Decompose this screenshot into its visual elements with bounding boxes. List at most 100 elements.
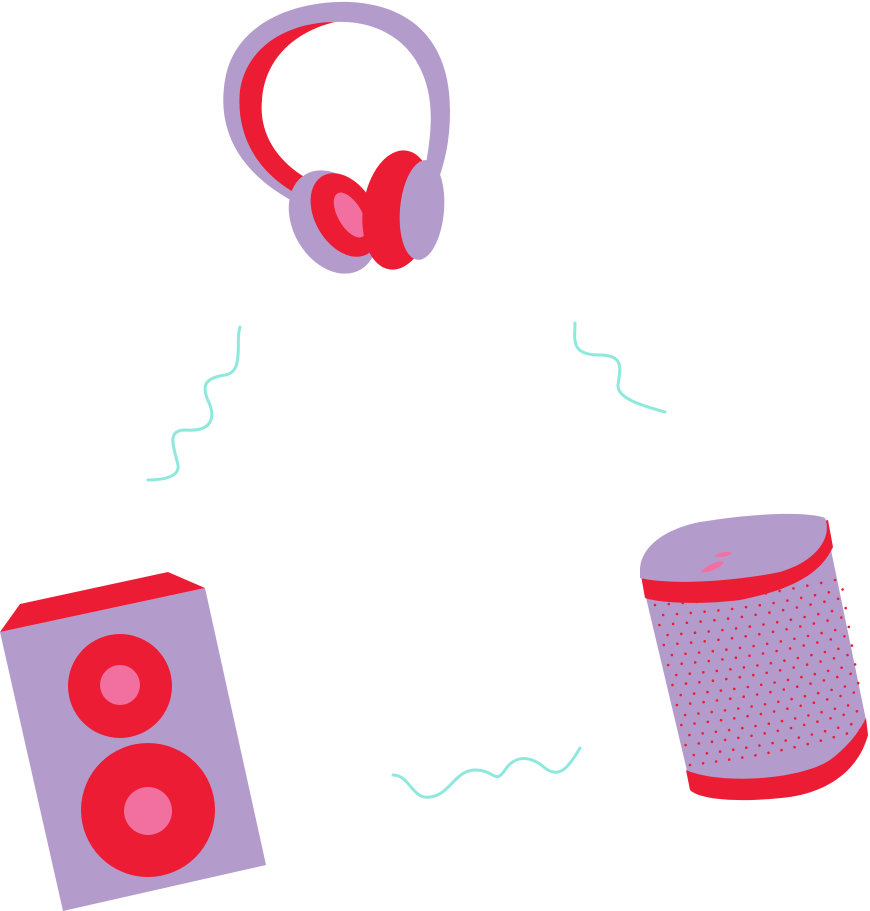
grille-dot — [689, 641, 693, 644]
grille-dot — [827, 591, 831, 594]
grille-dot — [763, 703, 767, 706]
grille-dot — [721, 658, 724, 661]
grille-dot — [721, 628, 724, 632]
smart-speaker-top — [640, 513, 827, 582]
grille-dot — [816, 641, 819, 644]
grille-dot — [841, 588, 844, 591]
grille-dot — [802, 723, 806, 727]
grille-dot — [680, 662, 683, 665]
sound-wave-bottom — [391, 746, 582, 799]
grille-dot — [803, 615, 806, 619]
grille-dot — [744, 605, 748, 609]
grille-dot — [702, 700, 705, 704]
grille-dot — [754, 754, 757, 757]
grille-dot — [750, 705, 753, 708]
grille-dot — [819, 660, 822, 663]
grille-dot — [802, 644, 805, 647]
grille-dot — [847, 625, 851, 629]
grille-dot — [710, 740, 714, 743]
grille-dot — [778, 669, 782, 672]
grille-dot — [684, 652, 687, 656]
speaker-woofer-center — [124, 787, 172, 835]
grille-dot — [750, 734, 753, 738]
grille-dot — [772, 710, 776, 713]
grille-dot — [803, 694, 807, 698]
smart-speaker-bottom-band — [686, 718, 868, 801]
grille-dot — [772, 601, 775, 605]
grille-dot — [843, 635, 846, 638]
grille-dot — [796, 656, 800, 660]
grille-dot — [737, 736, 740, 740]
grille-dot — [769, 690, 772, 694]
grille-dot — [737, 707, 740, 710]
grille-dot — [688, 763, 692, 767]
grille-dot — [775, 620, 779, 624]
grille-dot — [833, 628, 837, 632]
grille-dot — [703, 610, 706, 613]
grille-dot — [813, 672, 817, 676]
sound-wave-left — [146, 325, 242, 482]
grille-dot — [817, 612, 820, 616]
grille-dot — [795, 606, 799, 609]
grille-dot — [746, 714, 749, 718]
grille-dot — [812, 701, 816, 704]
grille-dot — [706, 690, 709, 694]
grille-dot — [840, 616, 843, 619]
grille-dot — [662, 643, 666, 647]
grille-dot — [786, 707, 789, 710]
smart-speaker-button — [700, 561, 724, 573]
grille-dot — [800, 675, 803, 679]
grille-dot — [706, 720, 710, 724]
grille-dot — [726, 617, 730, 620]
grille-dot — [775, 649, 778, 653]
grille-dot — [671, 683, 674, 687]
grille-dot — [850, 722, 853, 726]
grille-dot — [846, 653, 849, 657]
grille-dot — [785, 628, 788, 631]
grille-dot — [855, 710, 859, 713]
grille-dot — [667, 602, 671, 606]
speaker-box-icon — [0, 572, 266, 911]
grille-dot — [715, 699, 719, 702]
grille-dot — [666, 663, 670, 667]
grille-dot — [778, 589, 781, 593]
grille-dot — [688, 733, 691, 737]
grille-dot — [707, 659, 711, 663]
grille-dot — [705, 752, 709, 755]
grille-dot — [805, 663, 809, 666]
grille-dot — [740, 615, 744, 619]
grille-dot — [806, 634, 810, 638]
grille-dot — [759, 712, 763, 716]
grille-dot — [759, 683, 763, 687]
grille-dot — [692, 692, 696, 695]
grille-dot — [709, 599, 712, 602]
grille-dot — [698, 680, 701, 684]
grille-dot — [680, 723, 683, 727]
grille-dot — [783, 659, 786, 662]
grille-dot — [825, 698, 829, 701]
grille-dot — [750, 594, 754, 597]
grille-dot — [833, 578, 837, 582]
grille-dot — [829, 717, 832, 720]
grille-dot — [781, 608, 785, 612]
grille-dot — [813, 593, 817, 597]
grille-dot — [786, 599, 789, 602]
grille-dot — [773, 681, 776, 684]
grille-dot — [733, 717, 736, 720]
grille-dot — [836, 597, 840, 601]
speaker-grille-dots — [653, 578, 862, 767]
grille-dot — [685, 621, 689, 625]
grille-dot — [666, 633, 669, 637]
grille-dot — [809, 682, 812, 685]
grille-dot — [768, 611, 771, 614]
grille-dot — [853, 663, 857, 666]
grille-dot — [819, 581, 823, 585]
grille-dot — [710, 710, 713, 714]
grille-dot — [756, 664, 759, 667]
grille-dot — [845, 732, 849, 735]
grille-dot — [816, 720, 819, 723]
grille-dot — [748, 654, 751, 657]
grille-dot — [714, 730, 718, 734]
grille-dot — [675, 612, 679, 616]
